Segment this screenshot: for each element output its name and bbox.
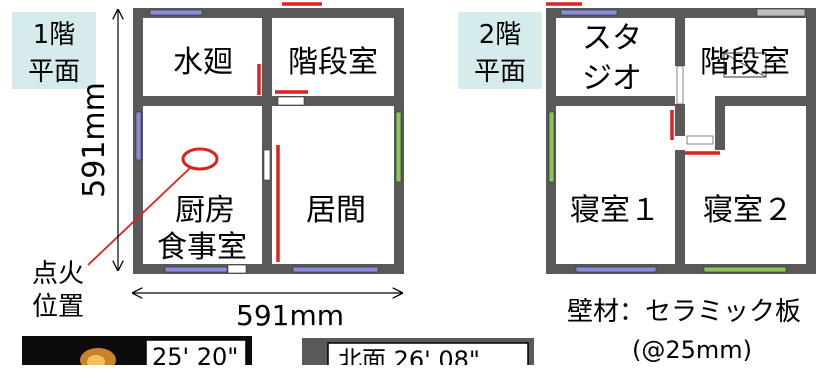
floor1-window-left [135,111,142,161]
floor1-plan: 1階 平面 水廻 階段室 [12,2,404,332]
floor2-window-top-right [756,8,806,17]
floor1-dim-vertical: 591mm [77,82,112,198]
photo-left: 25' 20" [22,336,252,369]
ignition-label-line1: 点火 [32,259,84,289]
floor2-title-box [458,12,542,89]
floor1-window-top [149,9,203,16]
floor1-title-line2: 平面 [28,57,80,87]
floor1-room-kitchen-line1: 厨房 [175,193,235,228]
floor1-opening-stair [277,96,305,106]
photo-right: 北面 26' 08" [302,338,534,369]
floor2-stair-symbol [723,52,767,78]
ignition-label-line2: 位置 [32,292,84,322]
floor2-window-bottom-left [575,266,657,273]
floor2-room-bedroom1: 寝室１ [570,193,660,228]
floor2-room-studio-line1: スタ [582,21,642,56]
floor1-doors [257,2,322,262]
floor1-title-line1: 1階 [33,20,76,50]
floor1-opening-bottom [227,264,247,274]
floor2-plan: 2階 平面 スタ ジオ 階段室 [458,2,816,274]
floor2-title-line2: 平面 [474,57,526,87]
floor1-room-water: 水廻 [173,45,233,80]
photo-left-timestamp: 25' 20" [152,343,238,365]
ignition-marker [181,147,219,171]
floor1-opening-partition [263,149,271,181]
floor1-window-right [395,111,402,183]
floor2-room-studio-line2: ジオ [582,61,642,96]
floor2-opening-studio [676,65,684,105]
floor2-room-stair: 階段室 [700,45,790,80]
floor2-window-left [548,111,555,183]
floor2-room-bedroom2: 寝室２ [703,193,793,228]
floor1-window-bottom-right [292,266,379,273]
ignition-leader-line [87,167,191,266]
floor1-room-living: 居間 [306,193,366,228]
wall-thickness-note: (@25mm) [632,336,752,364]
floor2-window-top-left [560,9,618,16]
photo-right-timestamp: 北面 26' 08" [338,346,480,365]
floor2-title-line1: 2階 [479,20,522,50]
floor2-doors [546,2,720,155]
floor1-title-box [12,12,96,89]
floor1-window-bottom-left [164,266,228,273]
wall-material-note: 壁材：セラミック板 [567,297,801,327]
floor2-window-bottom-right [703,266,787,273]
photo-left-timestamp-box [145,339,247,369]
floor1-room-kitchen-line2: 食事室 [157,230,247,265]
floor2-opening-stair [686,135,714,145]
floor1-room-stair: 階段室 [288,45,378,80]
floor1-dim-horizontal: 591mm [236,299,344,332]
floor2-stair-diag [723,52,767,78]
